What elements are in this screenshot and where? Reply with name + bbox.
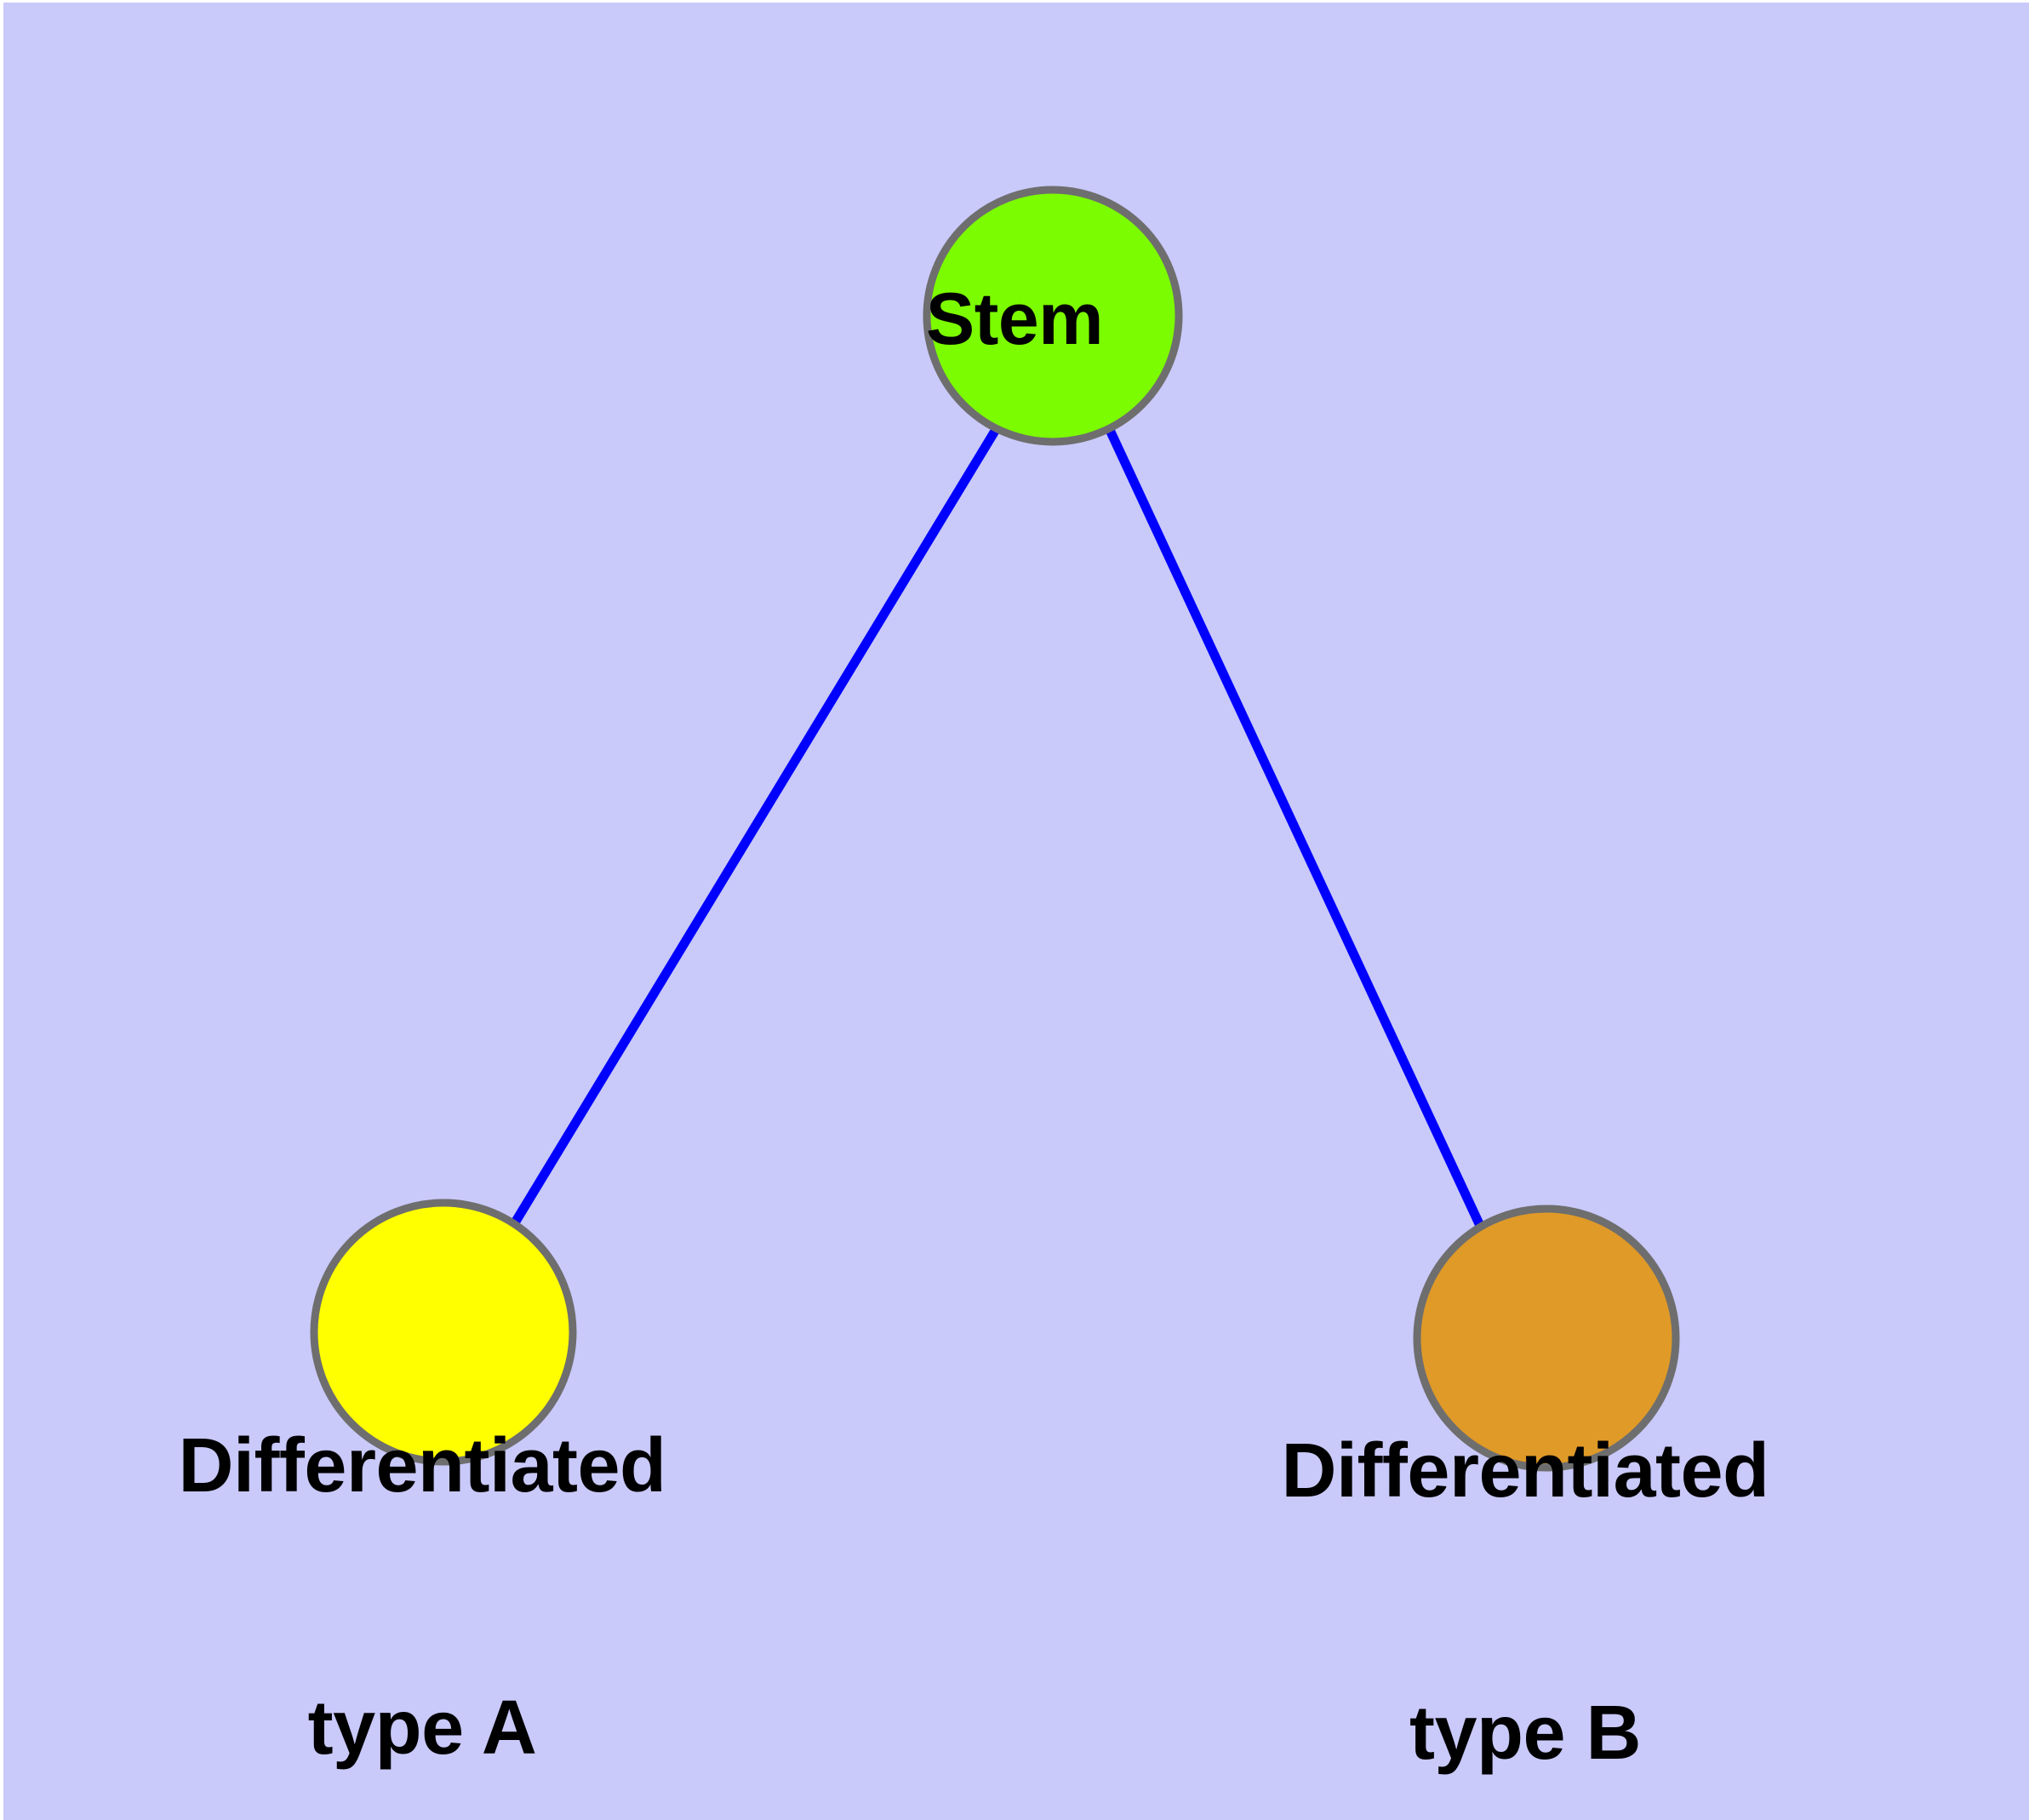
edge-layer <box>507 426 1485 1231</box>
node-stem[interactable] <box>923 186 1183 446</box>
node-layer <box>310 186 1680 1472</box>
edge-stem-to-diff-b <box>1105 426 1485 1230</box>
edge-stem-to-diff-a <box>507 426 1001 1231</box>
node-diff-b[interactable] <box>1413 1205 1680 1472</box>
node-diff-a[interactable] <box>310 1199 577 1466</box>
